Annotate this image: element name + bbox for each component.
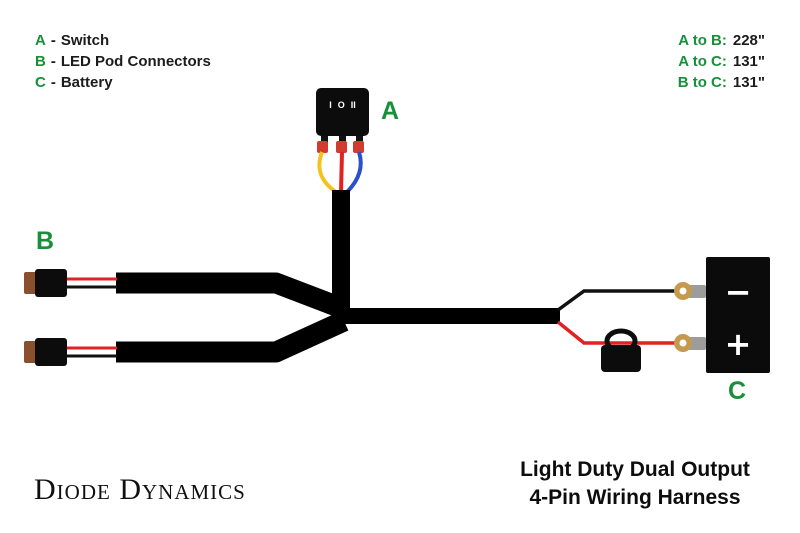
switch-wire-yellow — [317, 151, 338, 194]
legend-item: C-Battery — [35, 72, 211, 93]
measurement-label: B to C: — [677, 74, 727, 91]
ground-wire-black — [556, 289, 676, 312]
legend-key: A — [35, 32, 46, 49]
brand-logo: Diode Dynamics — [34, 473, 246, 506]
switch-wire-blue — [345, 151, 363, 194]
switch-mark-off: O — [337, 100, 345, 110]
legend-item: B-LED Pod Connectors — [35, 51, 211, 72]
measurement-value: 131" — [732, 53, 765, 70]
legend-separator: - — [50, 32, 56, 49]
pod-connector-top — [24, 269, 117, 297]
product-title: Light Duty Dual Output 4-Pin Wiring Harn… — [485, 456, 785, 511]
ring-terminal-positive — [674, 334, 706, 352]
battery-plus-symbol: + — [725, 325, 752, 363]
pod-connector-bottom — [24, 338, 117, 366]
measurement-label: A to C: — [678, 53, 727, 70]
wire-crimps — [317, 141, 364, 153]
left-cable-top — [116, 272, 348, 319]
switch-mark-on1: I — [329, 100, 332, 110]
legend-label: LED Pod Connectors — [60, 53, 211, 70]
left-cable-bottom — [116, 311, 349, 363]
switch-pins — [321, 133, 363, 143]
measurement-item: B to C: 131" — [678, 72, 765, 93]
measurement-value: 228" — [732, 32, 765, 49]
product-title-line2: 4-Pin Wiring Harness — [529, 485, 741, 509]
legend-item: A-Switch — [35, 30, 211, 51]
measurement-value: 131" — [732, 74, 765, 91]
switch-mark-on2: II — [350, 100, 356, 110]
legend-label: Switch — [60, 32, 110, 49]
fuse-holder — [601, 328, 641, 372]
measurements: A to B: 228" A to C: 131" B to C: 131" — [678, 30, 765, 93]
product-title-line1: Light Duty Dual Output — [520, 458, 750, 482]
switch-wire-red — [339, 151, 344, 193]
measurement-item: A to B: 228" — [678, 30, 765, 51]
legend-label: Battery — [60, 74, 113, 91]
battery-callout-label: C — [728, 377, 747, 405]
switch-callout-label: A — [381, 97, 400, 125]
legend: A-Switch B-LED Pod Connectors C-Battery — [35, 30, 211, 93]
battery-body — [706, 257, 770, 373]
ring-terminal-negative — [674, 282, 706, 300]
measurement-item: A to C: 131" — [678, 51, 765, 72]
power-wire-red — [556, 320, 676, 345]
measurement-label: A to B: — [678, 32, 727, 49]
switch-body — [316, 88, 369, 136]
legend-key: C — [35, 74, 46, 91]
main-cable — [332, 190, 350, 314]
legend-key: B — [35, 53, 46, 70]
switch-markings: I O II — [316, 95, 369, 115]
pods-callout-label: B — [36, 227, 55, 255]
legend-separator: - — [50, 74, 56, 91]
legend-separator: - — [50, 53, 56, 70]
battery-minus-symbol: − — [725, 273, 752, 311]
